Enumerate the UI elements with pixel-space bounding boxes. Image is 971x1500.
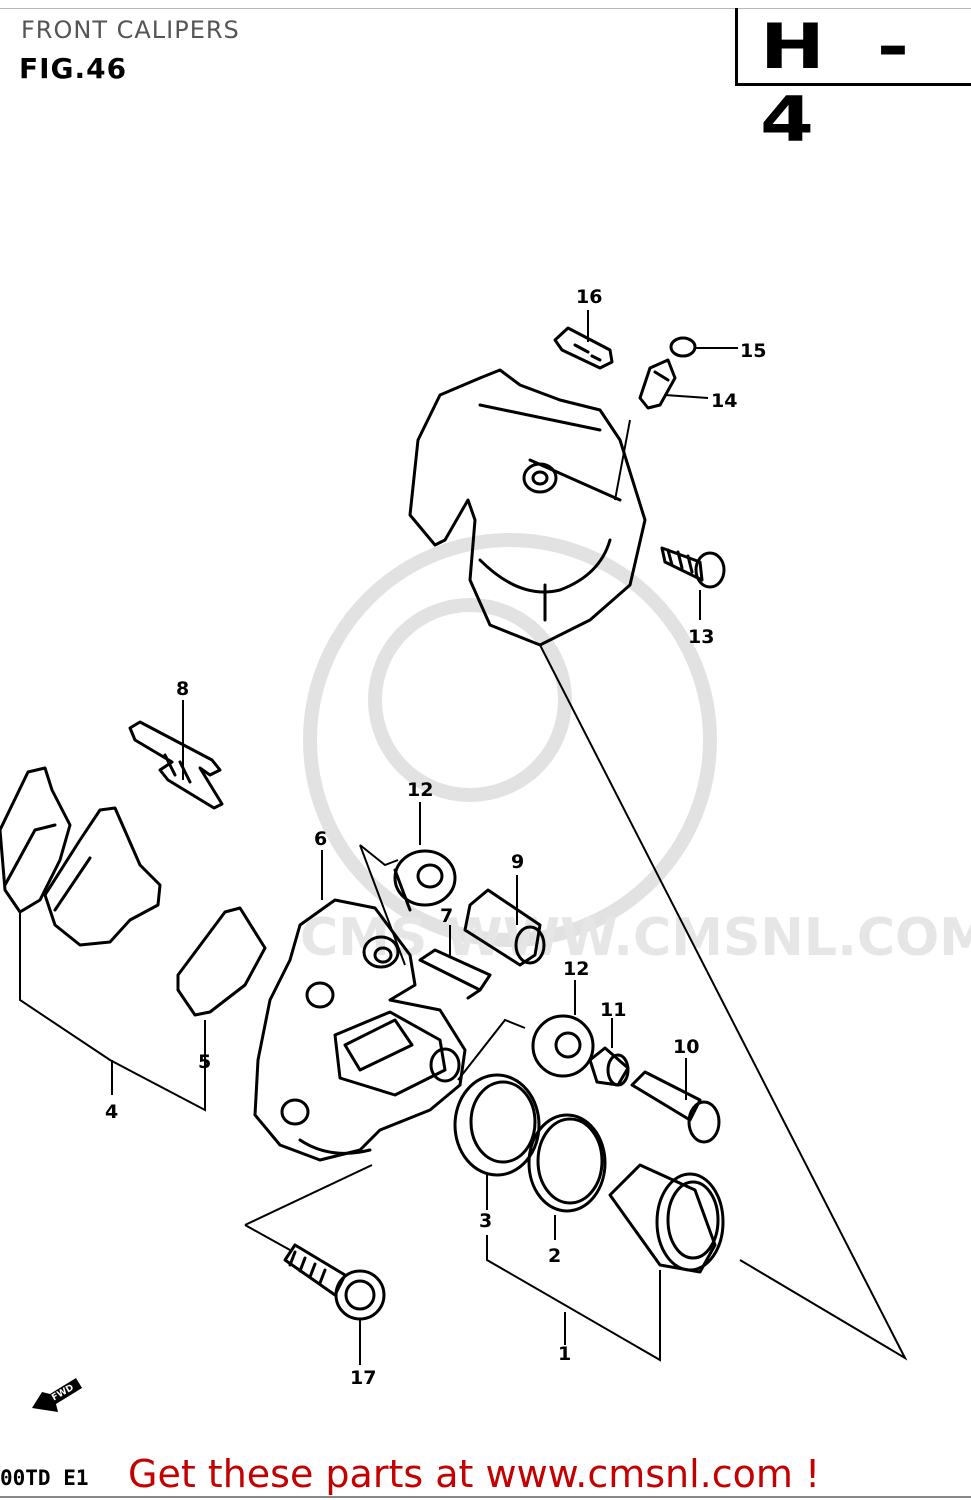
leader-lines <box>19 310 908 1365</box>
part-7-pin <box>418 948 492 1000</box>
callout-13: 13 <box>688 626 714 648</box>
callout-7: 7 <box>440 905 453 927</box>
part-16-clip <box>553 326 614 370</box>
part-14-bleeder <box>638 358 677 410</box>
part-12-boot-lower <box>531 1014 595 1078</box>
bottom-rule <box>0 1496 971 1498</box>
model-code: 00TD E1 <box>0 1466 89 1490</box>
fwd-arrow-label: FWD <box>50 1383 75 1403</box>
figure-label: FIG.46 <box>19 52 128 85</box>
part-6-caliper-body <box>253 898 467 1162</box>
part-17-bolt <box>283 1243 386 1321</box>
top-rule <box>0 8 971 9</box>
callout-16: 16 <box>576 286 602 308</box>
part-1-piston <box>608 1163 725 1274</box>
callout-1: 1 <box>558 1343 571 1365</box>
cta-banner[interactable]: Get these parts at www.cmsnl.com ! <box>128 1452 821 1496</box>
callout-8: 8 <box>176 678 189 700</box>
callout-numbers: 1 2 3 4 5 6 7 8 9 10 11 12 12 13 14 15 1… <box>105 286 766 1389</box>
callout-12-lower: 12 <box>563 958 589 980</box>
callout-17: 17 <box>350 1367 376 1389</box>
part-10-slide-pin <box>630 1070 721 1144</box>
callout-11: 11 <box>600 999 626 1021</box>
callout-9: 9 <box>511 851 524 873</box>
fwd-arrow-icon: FWD <box>32 1378 82 1412</box>
part-15-cap <box>669 336 697 358</box>
callout-2: 2 <box>548 1245 561 1267</box>
part-2-piston-seal <box>527 1113 607 1213</box>
part-9-sleeve <box>463 888 546 967</box>
watermark-text: CMS WWW.CMSNL.COM <box>300 908 971 968</box>
callout-6: 6 <box>314 828 327 850</box>
callout-14: 14 <box>711 390 737 412</box>
part-13-bolt <box>660 546 726 589</box>
watermark-logo: CMS WWW.CMSNL.COM <box>300 533 971 968</box>
callout-4: 4 <box>105 1101 118 1123</box>
callout-3: 3 <box>479 1210 492 1232</box>
part-12-boot-upper <box>393 849 457 912</box>
part-8-pad-spring <box>128 720 224 810</box>
part-4-brake-pads <box>0 766 162 947</box>
part-11-bushing <box>588 1046 630 1087</box>
section-title: FRONT CALIPERS <box>21 16 240 44</box>
part-5-shim <box>176 906 267 1017</box>
part-3-dust-seal <box>453 1073 541 1177</box>
callout-15: 15 <box>740 340 766 362</box>
caliper-bracket-upper <box>408 368 647 647</box>
callout-12-upper: 12 <box>407 779 433 801</box>
callout-10: 10 <box>673 1036 699 1058</box>
page-code-box: H - 4 <box>735 8 971 156</box>
callout-5: 5 <box>198 1051 211 1073</box>
page-code: H - 4 <box>760 10 922 156</box>
